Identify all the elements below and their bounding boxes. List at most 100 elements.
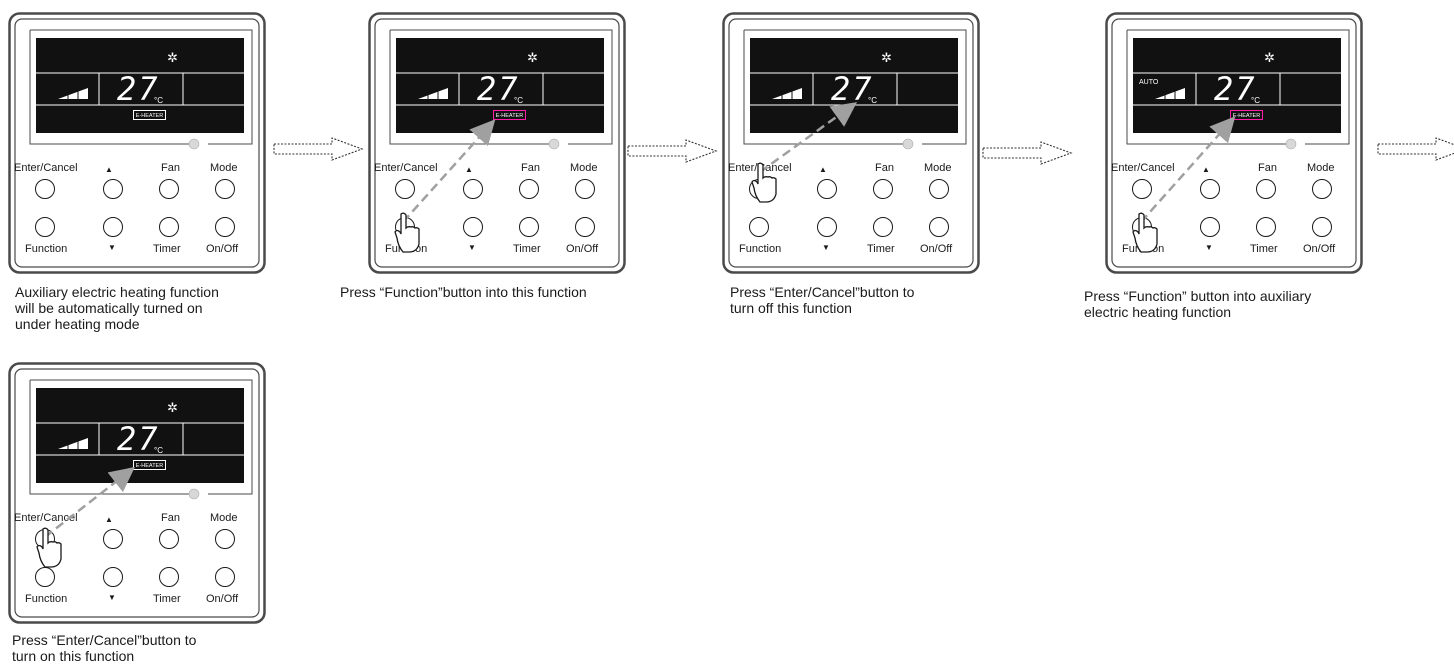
timer-button[interactable] [873, 217, 893, 237]
sun-icon: ✲ [167, 50, 178, 65]
fan-button[interactable] [873, 179, 893, 199]
function-label: Function [739, 243, 782, 255]
lcd-temperature: 27 [117, 420, 160, 458]
next-step-arrow [627, 139, 718, 163]
on-off-button[interactable] [215, 567, 235, 587]
function-label: Function [385, 243, 428, 255]
timer-button[interactable] [159, 217, 179, 237]
enter-cancel-label: Enter/Cancel [14, 512, 78, 524]
timer-label: Timer [153, 593, 181, 605]
on-off-button[interactable] [575, 217, 595, 237]
up-label: ▲ [1202, 165, 1210, 174]
on-off-label: On/Off [920, 243, 953, 255]
down-button[interactable] [1200, 217, 1220, 237]
up-button[interactable] [1200, 179, 1220, 199]
timer-button[interactable] [1256, 217, 1276, 237]
timer-label: Timer [1250, 243, 1278, 255]
e-heater-indicator: E-HEATER [133, 110, 166, 120]
timer-button[interactable] [159, 567, 179, 587]
up-button[interactable] [103, 179, 123, 199]
remote-controller-body [8, 12, 266, 274]
caption-line: will be automatically turned on [15, 300, 203, 316]
remote-panel-4: ✲ 27 °C AUTO E-HEATER Enter/Cancel ▲ Fan… [1105, 12, 1363, 274]
enter-cancel-button[interactable] [35, 529, 55, 549]
indicator-led [188, 138, 200, 150]
mode-button[interactable] [929, 179, 949, 199]
fan-button[interactable] [1256, 179, 1276, 199]
indicator-led [902, 138, 914, 150]
enter-cancel-button[interactable] [35, 179, 55, 199]
fan-label: Fan [875, 162, 894, 174]
fan-label: Fan [161, 162, 180, 174]
sun-icon: ✲ [527, 50, 538, 65]
function-label: Function [25, 593, 68, 605]
lcd-auto-label: AUTO [1139, 79, 1159, 86]
on-off-button[interactable] [1312, 217, 1332, 237]
mode-button[interactable] [575, 179, 595, 199]
down-button[interactable] [103, 217, 123, 237]
fan-speed-bars [772, 88, 802, 99]
enter-cancel-button[interactable] [395, 179, 415, 199]
caption-line: turn on this function [12, 648, 135, 664]
function-button[interactable] [749, 217, 769, 237]
lcd-unit: °C [1251, 96, 1260, 105]
lcd-unit: °C [868, 96, 877, 105]
up-button[interactable] [463, 179, 483, 199]
fan-button[interactable] [159, 179, 179, 199]
fan-button[interactable] [159, 529, 179, 549]
down-label: ▼ [822, 243, 830, 252]
mode-button[interactable] [1312, 179, 1332, 199]
lcd-screen [36, 38, 244, 133]
mode-label: Mode [924, 162, 952, 174]
caption-line: Press “Enter/Cancel”button to [730, 284, 915, 300]
remote-panel-5: ✲ 27 °C E-HEATER Enter/Cancel ▲ Fan Mode… [8, 362, 266, 624]
down-button[interactable] [103, 567, 123, 587]
enter-cancel-button[interactable] [749, 179, 769, 199]
fan-label: Fan [161, 512, 180, 524]
function-button[interactable] [35, 217, 55, 237]
up-label: ▲ [465, 165, 473, 174]
e-heater-indicator: E-HEATER [493, 110, 526, 120]
down-label: ▼ [468, 243, 476, 252]
fan-speed-bars [58, 88, 88, 99]
down-button[interactable] [463, 217, 483, 237]
up-label: ▲ [819, 165, 827, 174]
mode-button[interactable] [215, 529, 235, 549]
function-button[interactable] [395, 217, 415, 237]
mode-button[interactable] [215, 179, 235, 199]
timer-button[interactable] [519, 217, 539, 237]
on-off-label: On/Off [206, 243, 239, 255]
caption-line: Press “Function”button into this functio… [340, 284, 587, 300]
on-off-button[interactable] [929, 217, 949, 237]
function-label: Function [1122, 243, 1165, 255]
mode-label: Mode [210, 162, 238, 174]
step-caption-2: Press “Function”button into this functio… [340, 284, 587, 300]
function-button[interactable] [35, 567, 55, 587]
up-button[interactable] [817, 179, 837, 199]
caption-line: Auxiliary electric heating function [15, 284, 219, 300]
down-label: ▼ [1205, 243, 1213, 252]
on-off-label: On/Off [1303, 243, 1336, 255]
up-label: ▲ [105, 165, 113, 174]
enter-cancel-label: Enter/Cancel [728, 162, 792, 174]
enter-cancel-button[interactable] [1132, 179, 1152, 199]
timer-label: Timer [153, 243, 181, 255]
up-button[interactable] [103, 529, 123, 549]
mode-label: Mode [1307, 162, 1335, 174]
timer-label: Timer [513, 243, 541, 255]
lcd-unit: °C [514, 96, 523, 105]
sun-icon: ✲ [167, 400, 178, 415]
fan-button[interactable] [519, 179, 539, 199]
fan-label: Fan [1258, 162, 1277, 174]
down-button[interactable] [817, 217, 837, 237]
indicator-led [1285, 138, 1297, 150]
on-off-button[interactable] [215, 217, 235, 237]
enter-cancel-label: Enter/Cancel [374, 162, 438, 174]
on-off-label: On/Off [566, 243, 599, 255]
mode-label: Mode [210, 512, 238, 524]
sun-icon: ✲ [881, 50, 892, 65]
function-button[interactable] [1132, 217, 1152, 237]
